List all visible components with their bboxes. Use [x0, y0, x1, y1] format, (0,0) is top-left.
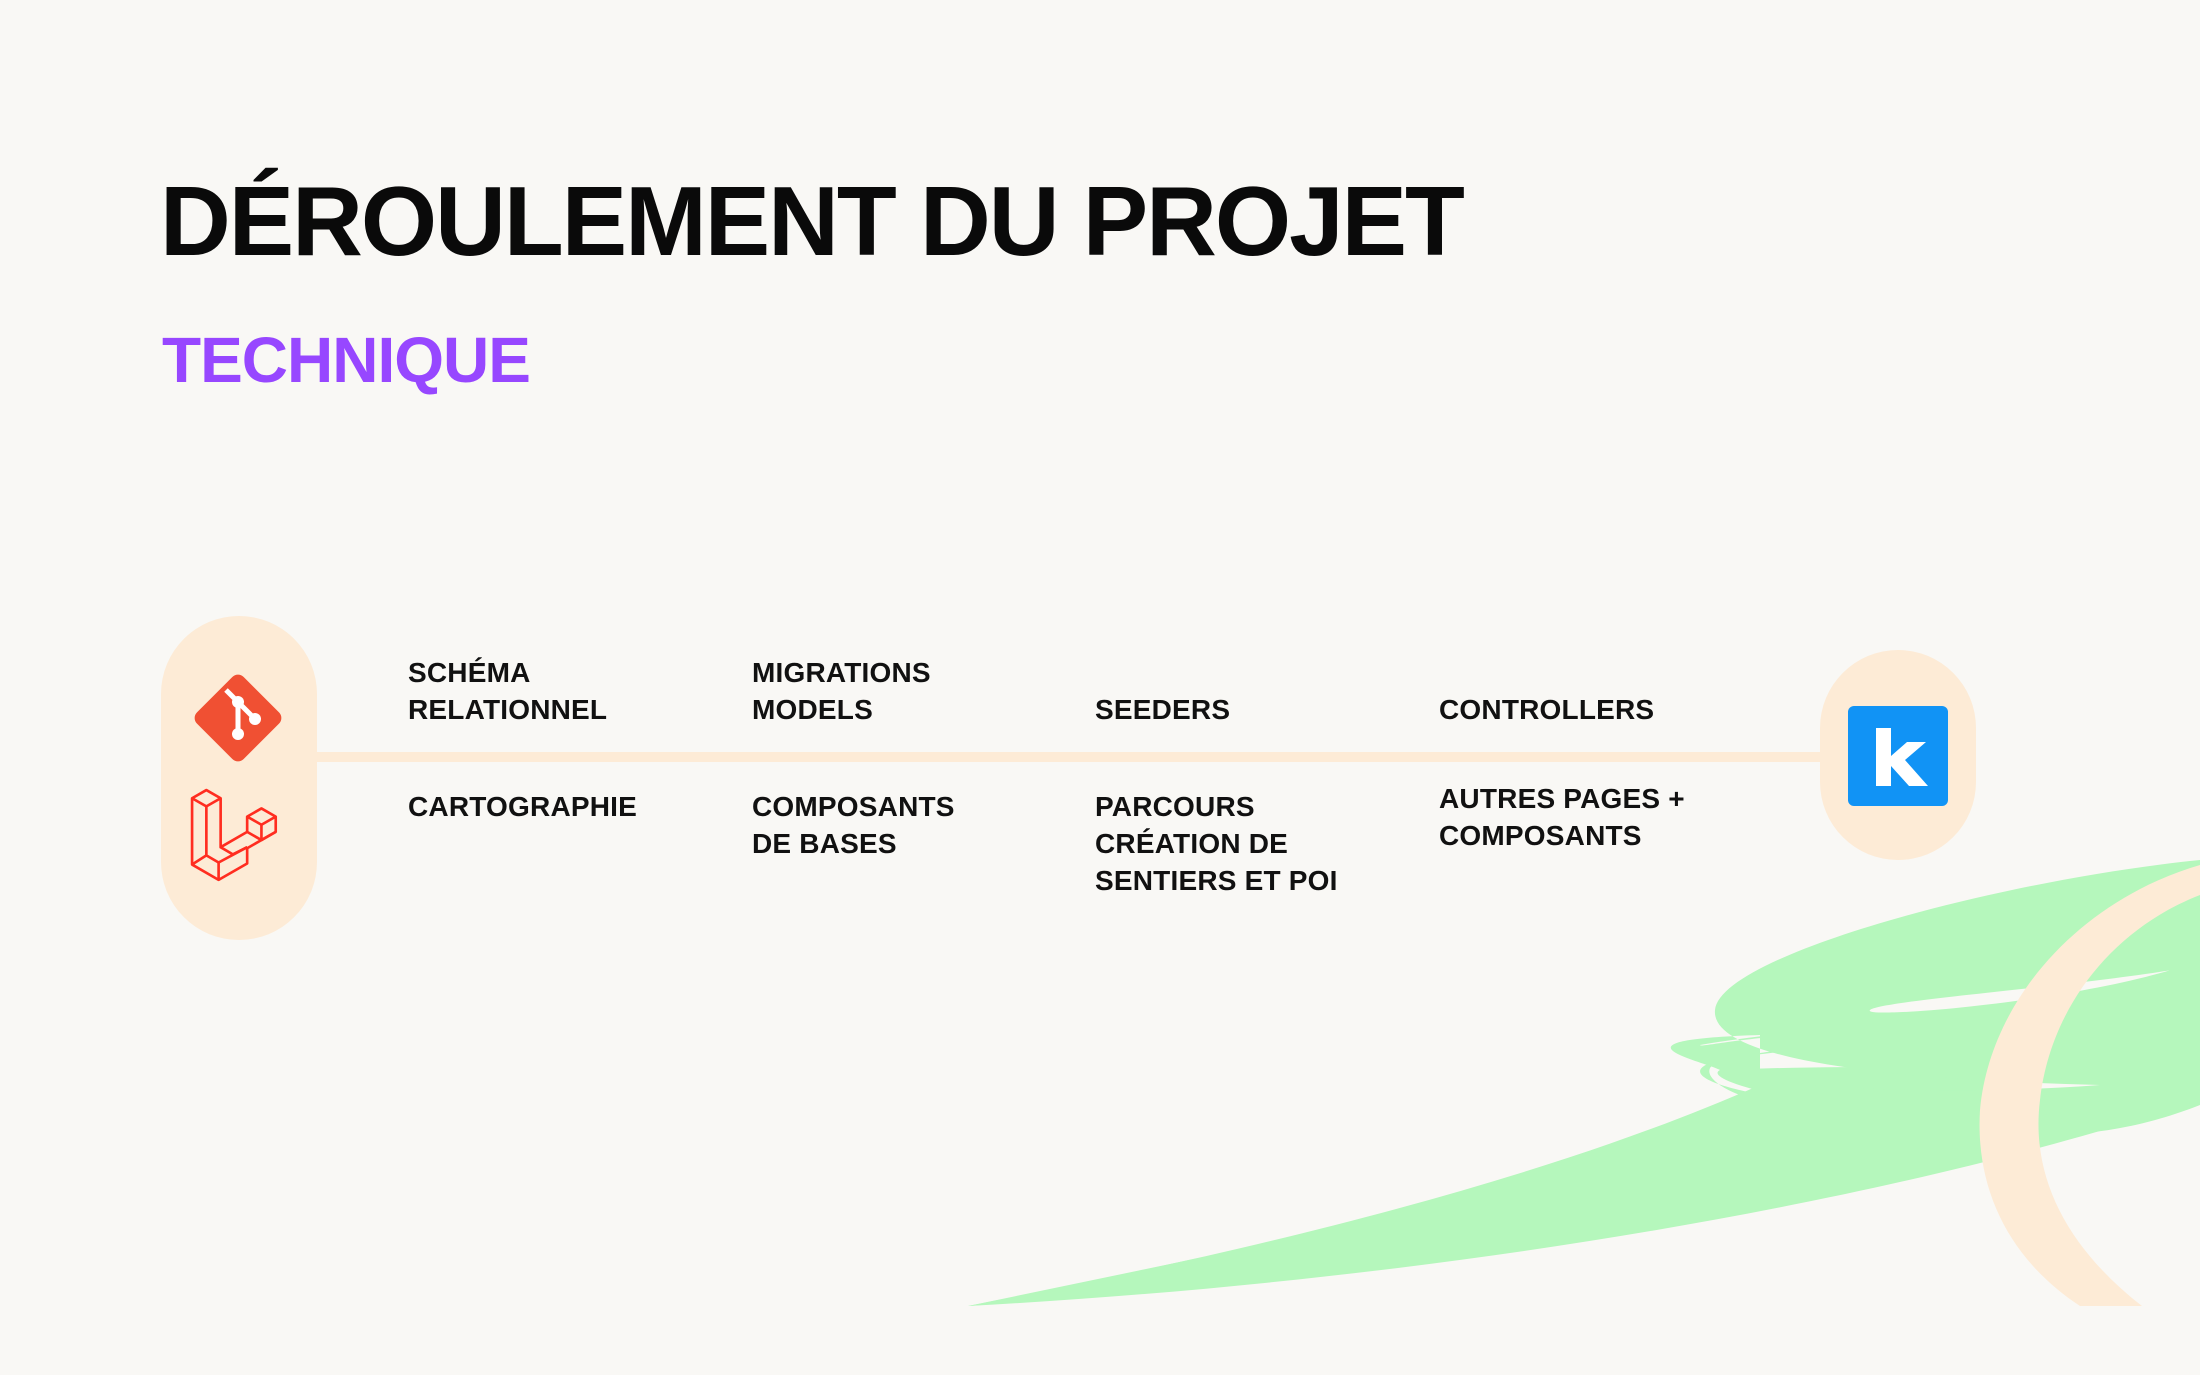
timeline-line — [310, 752, 1850, 762]
step-2-top-label: MIGRATIONS MODELS — [752, 657, 931, 725]
k-logo-icon — [1848, 706, 1948, 806]
step-4-top-label: CONTROLLERS — [1439, 694, 1655, 725]
step-2-bottom-label: COMPOSANTS DE BASES — [752, 791, 955, 859]
step-3-bottom-label: PARCOURS CRÉATION DE SENTIERS ET POI — [1095, 791, 1338, 896]
step-1-bottom-label: CARTOGRAPHIE — [408, 791, 638, 822]
step-3-top-label: SEEDERS — [1095, 694, 1231, 725]
peach-path-main — [1979, 865, 2200, 1306]
step-1-top-label: SCHÉMA RELATIONNEL — [408, 657, 608, 725]
page-subtitle: TECHNIQUE — [162, 324, 531, 396]
laravel-logo-icon — [190, 788, 278, 882]
page-title: DÉROULEMENT DU PROJET — [160, 166, 1465, 276]
git-logo-icon — [194, 674, 282, 762]
step-4-bottom-label: AUTRES PAGES + COMPOSANTS — [1439, 783, 1685, 851]
green-path-main — [968, 860, 2200, 1306]
start-pill — [161, 616, 317, 940]
